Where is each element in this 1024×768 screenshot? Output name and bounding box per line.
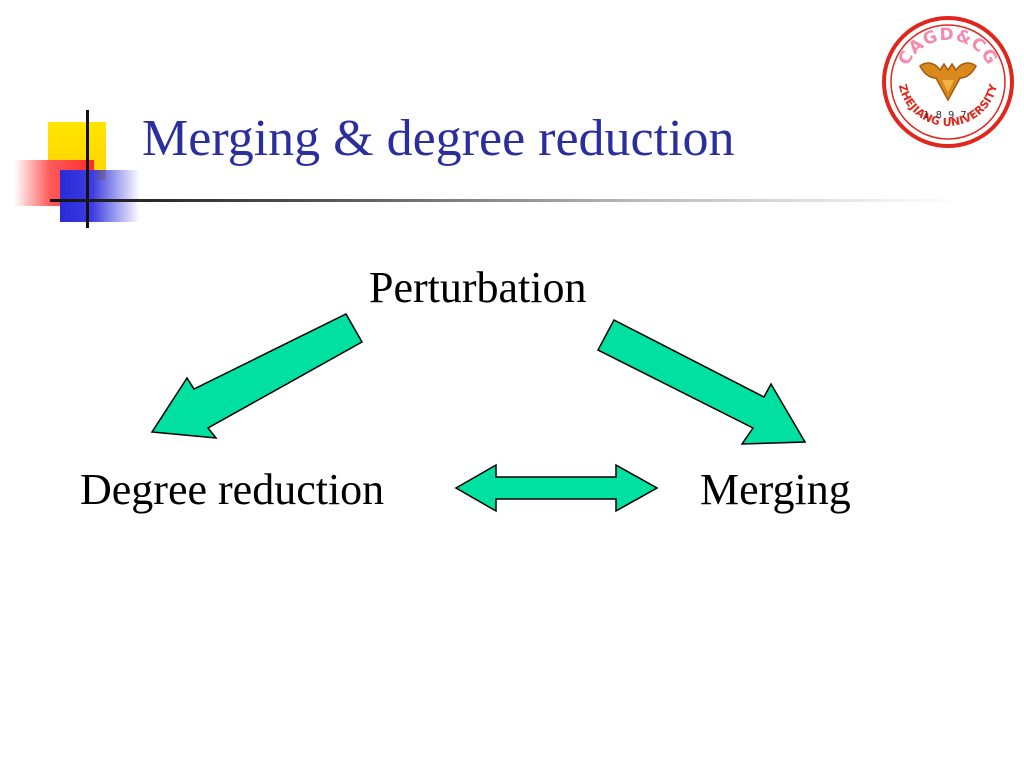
cagd-cg-logo: CAGD&CG ZHEJIANG UNIVERSITY 1897	[882, 16, 1014, 148]
arrow-bidirectional-degree-reduction-merging	[454, 463, 659, 513]
node-merging: Merging	[700, 465, 851, 514]
decorative-vertical-line	[86, 110, 89, 228]
node-degree-reduction: Degree reduction	[80, 465, 385, 514]
logo-emblem-icon	[919, 62, 977, 102]
title-underline	[50, 199, 960, 202]
node-perturbation: Perturbation	[369, 263, 587, 312]
slide-title: Merging & degree reduction	[142, 110, 735, 167]
arrow-perturbation-to-merging	[596, 318, 807, 445]
logo-year: 1897	[923, 110, 972, 121]
arrow-perturbation-to-degree-reduction	[150, 313, 364, 439]
decorative-blue-block	[60, 170, 140, 222]
